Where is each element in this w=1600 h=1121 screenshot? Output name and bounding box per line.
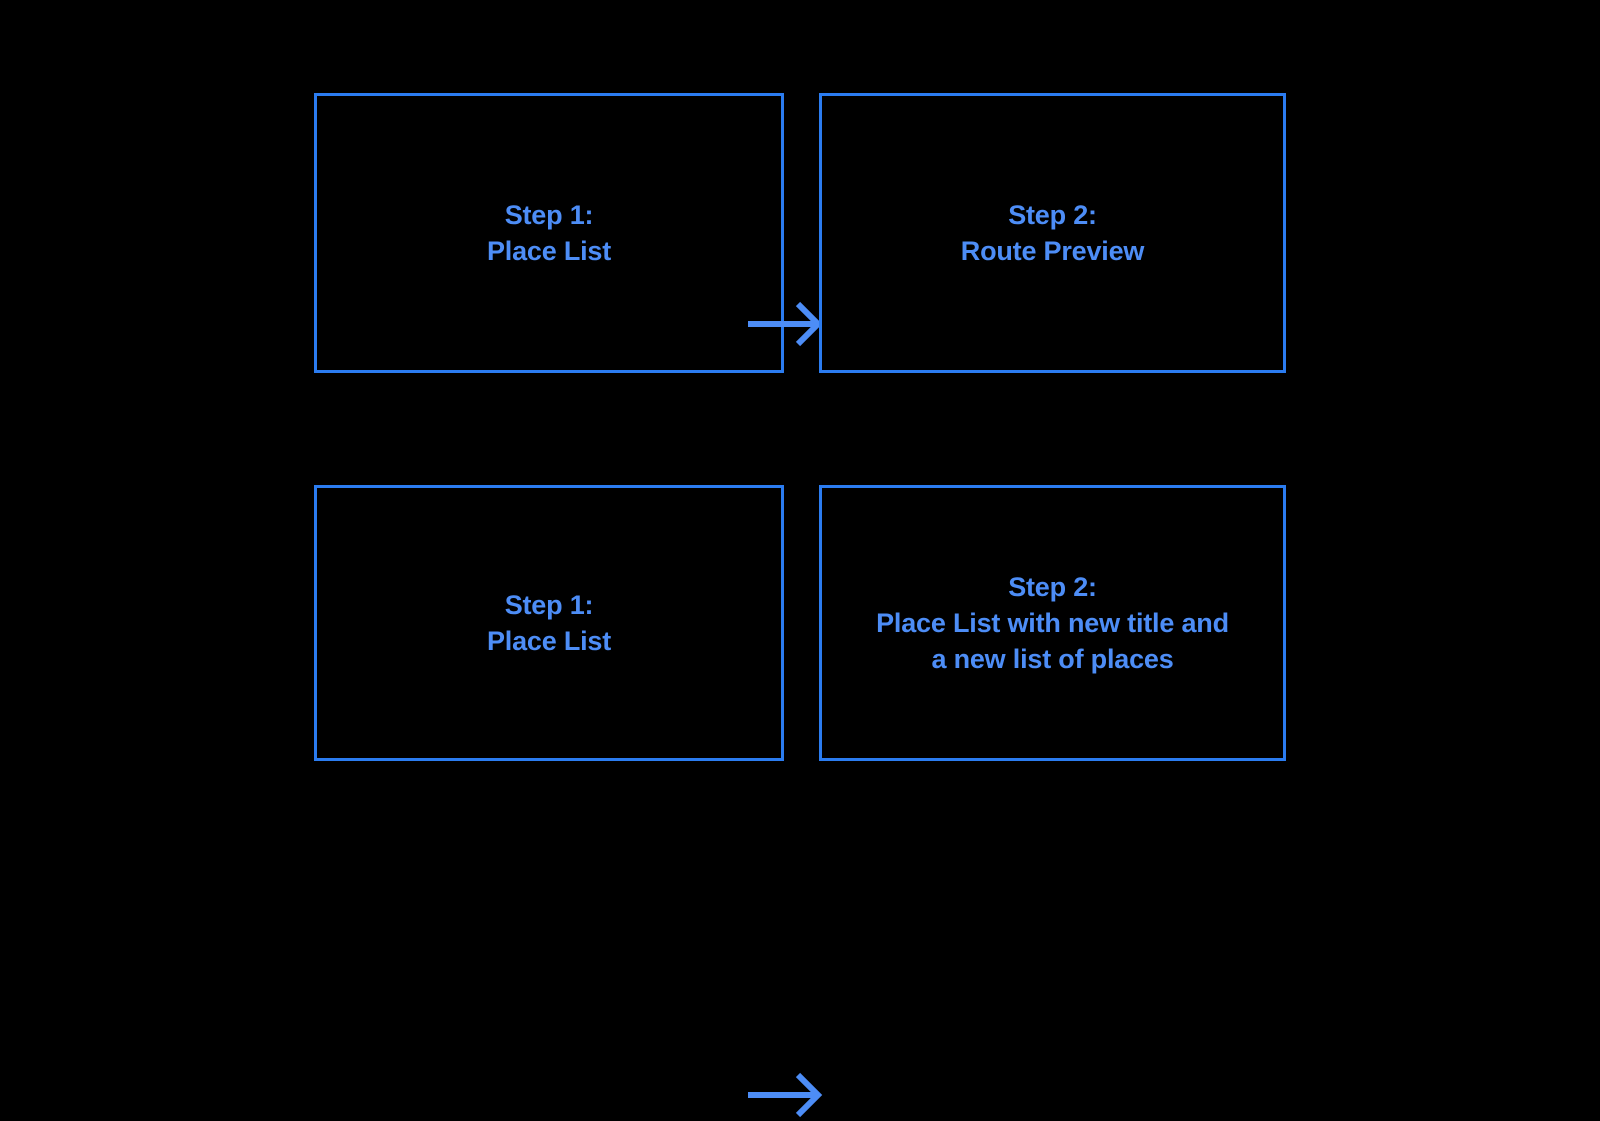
flow-row-1: Step 1: Place List Step 2: Route Preview (0, 93, 1600, 373)
step-box-label: Step 1: Place List (486, 200, 612, 266)
arrow-right-icon (748, 1072, 823, 1118)
step-box-label: Step 1: Place List (486, 590, 612, 656)
step-box-row1-from[interactable]: Step 1: Place List (314, 93, 784, 373)
arrow-head (795, 1072, 823, 1118)
flow-row-2: Step 1: Place List Step 2: Place List wi… (0, 485, 1600, 1118)
arrow-head (795, 301, 823, 347)
connector-arrow-row2 (730, 1069, 830, 1121)
step-box-label: Step 2: Route Preview (960, 200, 1145, 266)
step-box-label: Step 2: Place List with new title and a … (876, 572, 1229, 674)
step-box-row2-from[interactable]: Step 1: Place List (314, 485, 784, 761)
step-box-row2-to[interactable]: Step 2: Place List with new title and a … (819, 485, 1286, 761)
diagram-canvas: Step 1: Place List Step 2: Route Preview… (0, 93, 1600, 1118)
step-box-row1-to[interactable]: Step 2: Route Preview (819, 93, 1286, 373)
